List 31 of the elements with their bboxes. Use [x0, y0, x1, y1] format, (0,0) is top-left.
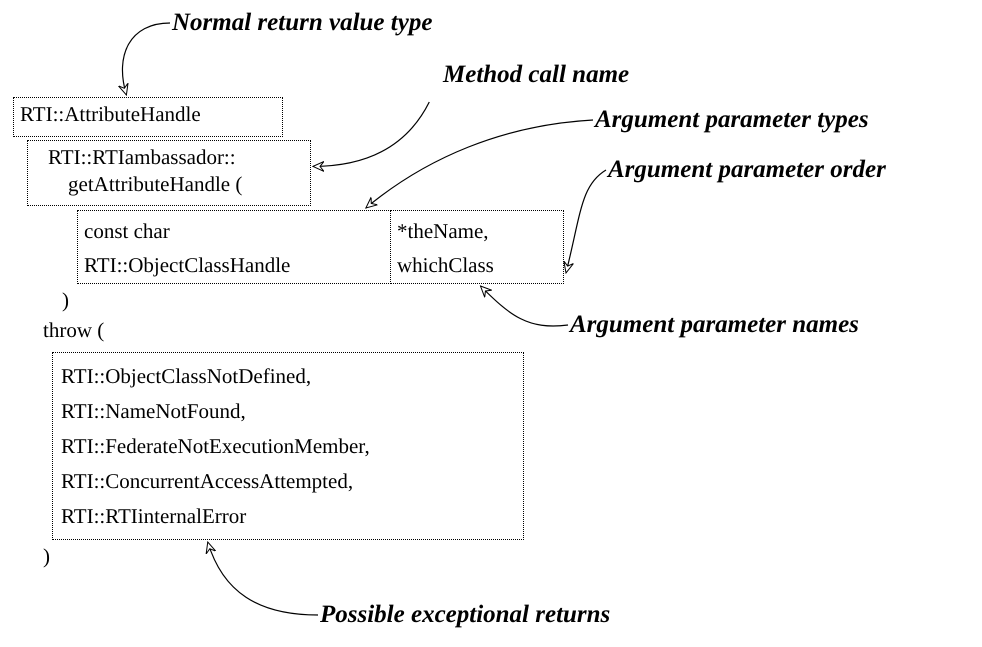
- leader-arrow: [480, 286, 568, 327]
- leader-arrow: [206, 542, 318, 616]
- code-box: RTI::AttributeHandle: [13, 97, 283, 137]
- code-box: [27, 140, 311, 206]
- annotation-text: Argument parameter order: [608, 155, 886, 185]
- code-line: RTI::RTIambassador::: [47, 144, 237, 171]
- code-line: RTI::ObjectClassNotDefined,: [61, 363, 312, 390]
- annotation-text: Argument parameter types: [595, 105, 869, 135]
- code-line: RTI::NameNotFound,: [61, 398, 247, 425]
- code-line: *theName,: [397, 218, 490, 245]
- code-line: const char: [84, 218, 171, 245]
- annotation-text: Normal return value type: [172, 8, 432, 38]
- code-line: getAttributeHandle (: [67, 171, 244, 198]
- annotation-text: Possible exceptional returns: [320, 600, 610, 630]
- leader-arrow: [365, 119, 594, 208]
- code-box: [77, 210, 391, 284]
- code-line: RTI::FederateNotExecutionMember,: [61, 433, 371, 460]
- code-text: ): [43, 543, 50, 570]
- code-line: RTI::RTIinternalError: [61, 503, 248, 530]
- code-text: throw (: [43, 317, 104, 344]
- annotation-text: Argument parameter names: [570, 310, 859, 340]
- leader-arrow: [312, 102, 430, 172]
- code-text: ): [62, 287, 69, 314]
- code-box: [52, 352, 524, 540]
- leader-arrow: [118, 22, 170, 96]
- code-box: [390, 210, 564, 284]
- code-line: RTI::ConcurrentAccessAttempted,: [61, 468, 354, 495]
- code-line: whichClass: [397, 252, 495, 279]
- code-line: RTI::ObjectClassHandle: [84, 252, 292, 279]
- annotation-text: Method call name: [443, 60, 630, 90]
- leader-arrow: [563, 170, 606, 274]
